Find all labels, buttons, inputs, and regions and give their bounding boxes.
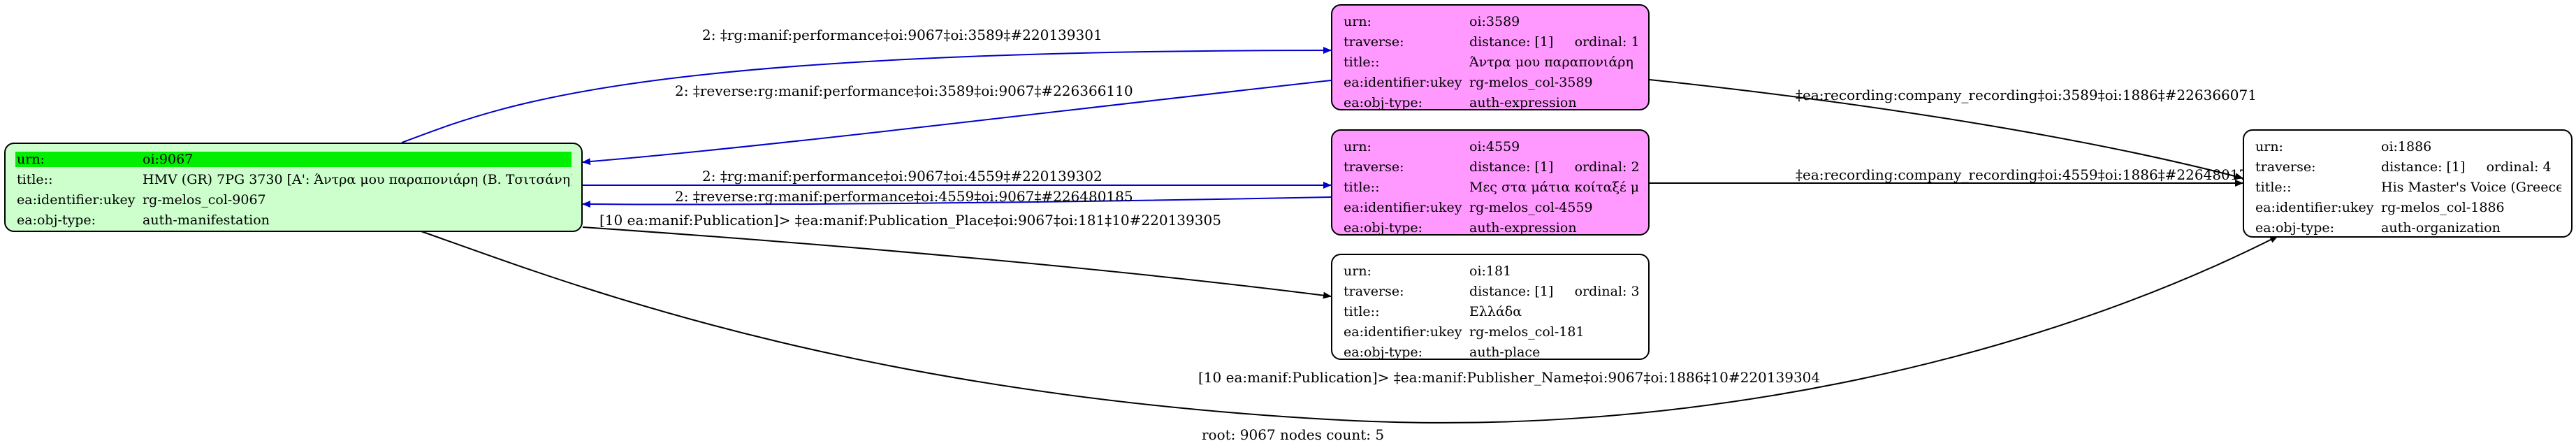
edge-label-reverse-3589-9067: 2: ‡reverse:rg:manif:performance‡oi:3589… bbox=[675, 82, 1133, 99]
edge-label-company-recording-3589: ‡ea:recording:company_recording‡oi:3589‡… bbox=[1796, 87, 2257, 103]
field-key: urn: bbox=[1344, 263, 1371, 279]
field-key: urn: bbox=[1344, 138, 1371, 154]
edge-label-publisher-name: [10 ea:manif:Publication]> ‡ea:manif:Pub… bbox=[1198, 369, 1821, 386]
field-key: urn: bbox=[1344, 13, 1371, 29]
node-row-ukey: ea:identifier:ukey rg-melos_col-1886 bbox=[2254, 197, 2561, 217]
edge-publication-place bbox=[582, 226, 1332, 299]
node-row-ukey: ea:identifier:ukey rg-melos_col-181 bbox=[1342, 321, 1638, 342]
node-manifestation-9067[interactable]: urn: oi:9067 title:: HMV (GR) 7PG 3730 [… bbox=[4, 143, 583, 232]
node-row-traverse: traverse: distance: [1] ordinal: 4 bbox=[2254, 157, 2561, 177]
field-value: Ελλάδα bbox=[1469, 303, 1522, 319]
field-key: urn: bbox=[2255, 138, 2283, 154]
edge-reverse-4559-9067 bbox=[582, 196, 1332, 208]
edge-performance-9067-3589 bbox=[401, 47, 1332, 143]
field-key: traverse: bbox=[1344, 34, 1404, 50]
node-row-objtype: ea:obj-type: auth-place bbox=[1342, 342, 1638, 362]
field-key: ea:identifier:ukey bbox=[1344, 199, 1462, 215]
node-row-ukey: ea:identifier:ukey rg-melos_col-4559 bbox=[1342, 197, 1638, 217]
edge-label-performance-9067-4559: 2: ‡rg:manif:performance‡oi:9067‡oi:4559… bbox=[702, 168, 1103, 185]
field-value: distance: [1] ordinal: 2 bbox=[1469, 159, 1638, 175]
node-row-urn: urn: oi:4559 bbox=[1342, 136, 1638, 157]
field-value: oi:9067 bbox=[140, 151, 572, 167]
field-key: urn: bbox=[15, 151, 140, 167]
node-expression-3589[interactable]: urn: oi:3589 traverse: distance: [1] ord… bbox=[1331, 4, 1650, 110]
node-expression-4559[interactable]: urn: oi:4559 traverse: distance: [1] ord… bbox=[1331, 129, 1650, 236]
field-value: rg-melos_col-9067 bbox=[143, 192, 266, 208]
field-value: auth-manifestation bbox=[143, 212, 270, 228]
field-value: distance: [1] ordinal: 3 bbox=[1469, 283, 1638, 299]
edge-reverse-3589-9067 bbox=[582, 80, 1332, 166]
field-value: auth-expression bbox=[1469, 94, 1577, 110]
field-key: title:: bbox=[1344, 54, 1380, 70]
field-value: rg-melos_col-3589 bbox=[1469, 74, 1593, 90]
field-value: oi:4559 bbox=[1469, 138, 1520, 154]
node-row-title: title:: Ελλάδα bbox=[1342, 301, 1638, 321]
node-row-urn: urn: oi:1886 bbox=[2254, 136, 2561, 157]
field-value: distance: [1] ordinal: 1 bbox=[1469, 34, 1638, 50]
node-row-objtype: ea:obj-type: auth-expression bbox=[1342, 217, 1638, 238]
edge-company-recording-3589 bbox=[1649, 79, 2243, 180]
node-row-objtype: ea:obj-type: auth-organization bbox=[2254, 217, 2561, 238]
field-value: rg-melos_col-181 bbox=[1469, 324, 1585, 340]
node-row-objtype: ea:obj-type: auth-expression bbox=[1342, 92, 1638, 113]
field-key: ea:obj-type: bbox=[1344, 94, 1423, 110]
field-value: HMV (GR) 7PG 3730 [A': Άντρα μου παραπον… bbox=[143, 171, 572, 187]
field-key: ea:identifier:ukey bbox=[2255, 199, 2374, 215]
field-key: ea:identifier:ukey bbox=[1344, 74, 1462, 90]
node-row-ukey: ea:identifier:ukey rg-melos_col-9067 bbox=[15, 189, 572, 210]
field-value: oi:3589 bbox=[1469, 13, 1520, 29]
node-row-title: title:: Άντρα μου παραπονιάρη bbox=[1342, 52, 1638, 72]
field-key: ea:obj-type: bbox=[2255, 219, 2335, 236]
node-row-traverse: traverse: distance: [1] ordinal: 1 bbox=[1342, 31, 1638, 52]
node-row-objtype: ea:obj-type: auth-manifestation bbox=[15, 210, 572, 230]
node-row-title: title:: HMV (GR) 7PG 3730 [A': Άντρα μου… bbox=[15, 169, 572, 189]
field-value: auth-expression bbox=[1469, 219, 1577, 236]
field-value: rg-melos_col-1886 bbox=[2381, 199, 2505, 215]
field-key: title:: bbox=[1344, 303, 1380, 319]
field-key: traverse: bbox=[1344, 159, 1404, 175]
field-value: Άντρα μου παραπονιάρη bbox=[1469, 54, 1633, 70]
field-value: His Master's Voice (Greece) bbox=[2381, 179, 2561, 195]
field-key: title:: bbox=[1344, 179, 1380, 195]
node-row-title: title:: His Master's Voice (Greece) bbox=[2254, 177, 2561, 197]
field-key: ea:obj-type: bbox=[1344, 344, 1423, 360]
edge-label-reverse-4559-9067: 2: ‡reverse:rg:manif:performance‡oi:4559… bbox=[675, 188, 1133, 205]
edge-label-company-recording-4559: ‡ea:recording:company_recording‡oi:4559‡… bbox=[1796, 166, 2257, 183]
field-key: title:: bbox=[17, 171, 53, 187]
field-value: distance: [1] ordinal: 4 bbox=[2381, 159, 2552, 175]
field-value: oi:181 bbox=[1469, 263, 1512, 279]
field-key: ea:identifier:ukey bbox=[1344, 324, 1462, 340]
node-place-181[interactable]: urn: oi:181 traverse: distance: [1] ordi… bbox=[1331, 254, 1650, 360]
node-row-urn: urn: oi:3589 bbox=[1342, 11, 1638, 31]
field-value: Μες στα μάτια κοίταξέ με bbox=[1469, 179, 1638, 195]
edge-label-performance-9067-3589: 2: ‡rg:manif:performance‡oi:9067‡oi:3589… bbox=[702, 27, 1103, 43]
field-key: traverse: bbox=[2255, 159, 2316, 175]
field-value: rg-melos_col-4559 bbox=[1469, 199, 1593, 215]
node-row-traverse: traverse: distance: [1] ordinal: 2 bbox=[1342, 157, 1638, 177]
field-key: ea:identifier:ukey bbox=[17, 192, 136, 208]
graph-footer: root: 9067 nodes count: 5 bbox=[1202, 426, 1385, 443]
node-row-title: title:: Μες στα μάτια κοίταξέ με bbox=[1342, 177, 1638, 197]
node-row-urn: urn: oi:9067 bbox=[15, 149, 572, 169]
field-value: oi:1886 bbox=[2381, 138, 2432, 154]
field-key: ea:obj-type: bbox=[17, 212, 96, 228]
node-row-ukey: ea:identifier:ukey rg-melos_col-3589 bbox=[1342, 72, 1638, 92]
field-key: traverse: bbox=[1344, 283, 1404, 299]
field-key: title:: bbox=[2255, 179, 2292, 195]
field-value: auth-place bbox=[1469, 344, 1541, 360]
node-organization-1886[interactable]: urn: oi:1886 traverse: distance: [1] ord… bbox=[2243, 129, 2573, 238]
field-key: ea:obj-type: bbox=[1344, 219, 1423, 236]
edge-publisher-name bbox=[419, 230, 2278, 424]
field-value: auth-organization bbox=[2381, 219, 2501, 236]
edge-label-publication-place: [10 ea:manif:Publication]> ‡ea:manif:Pub… bbox=[599, 212, 1221, 229]
node-row-urn: urn: oi:181 bbox=[1342, 261, 1638, 281]
node-row-traverse: traverse: distance: [1] ordinal: 3 bbox=[1342, 281, 1638, 301]
